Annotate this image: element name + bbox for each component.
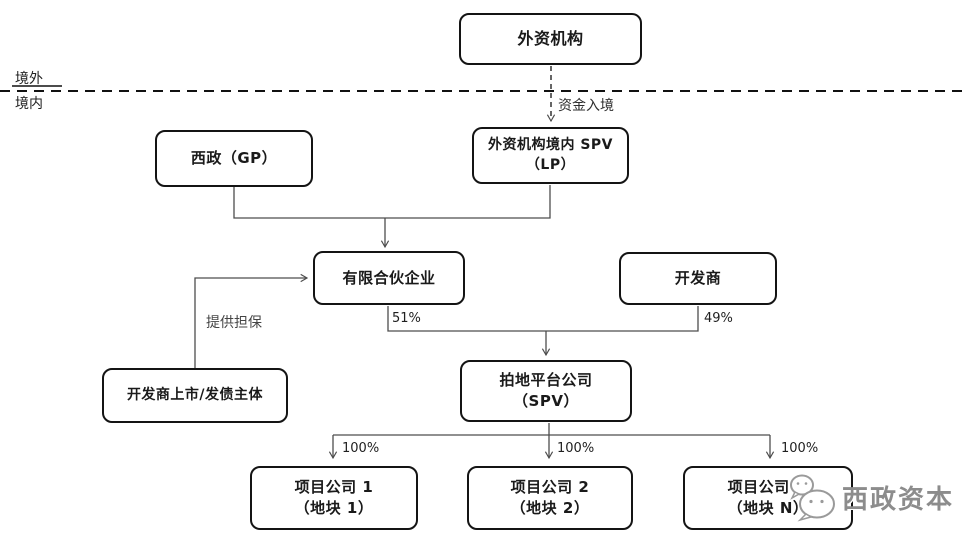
node-label-line2: （LP） — [525, 156, 576, 173]
edge-label-capital-inflow: 资金入境 — [558, 98, 614, 114]
wechat-icon — [790, 474, 835, 522]
edge-label-100pct-2: 100% — [557, 441, 595, 456]
node-label: 开发商上市/发债主体 — [126, 386, 264, 403]
watermark-brand: 西政资本 — [842, 484, 955, 515]
node-foreign-institution: 外资机构 — [459, 13, 642, 65]
node-label-line2: （地块 2） — [510, 499, 590, 517]
edge-label-100pct-3: 100% — [781, 441, 819, 456]
edge-label-guarantee: 提供担保 — [206, 315, 262, 331]
offshore-label: 境外 — [15, 71, 43, 87]
edge-label-100pct-1: 100% — [342, 441, 380, 456]
node-label: 西政（GP） — [190, 149, 278, 167]
node-project-company-1: 项目公司 1 （地块 1） — [250, 466, 418, 530]
edge-label-49pct: 49% — [704, 311, 733, 326]
node-label-line2: （SPV） — [513, 392, 579, 410]
node-xizheng-gp: 西政（GP） — [155, 130, 313, 187]
connector-guarantee — [194, 273, 309, 368]
node-label-line1: 外资机构境内 SPV — [487, 136, 614, 153]
node-land-platform-spv: 拍地平台公司 （SPV） — [460, 360, 632, 422]
node-label: 外资机构 — [517, 28, 584, 48]
node-label: 有限合伙企业 — [342, 268, 436, 287]
onshore-label: 境内 — [15, 96, 43, 112]
watermark: 西政资本 — [786, 472, 954, 522]
connector-gp-lp-merge — [233, 185, 551, 219]
node-project-company-2: 项目公司 2 （地块 2） — [467, 466, 633, 530]
node-developer-listco: 开发商上市/发债主体 — [102, 368, 288, 423]
node-label: 开发商 — [674, 269, 722, 287]
node-limited-partnership: 有限合伙企业 — [313, 251, 465, 305]
node-label-line1: 项目公司 N — [727, 478, 809, 496]
node-foreign-spv-lp: 外资机构境内 SPV （LP） — [472, 127, 629, 184]
node-developer: 开发商 — [619, 252, 777, 305]
node-label-line1: 拍地平台公司 — [499, 371, 593, 389]
node-label-line1: 项目公司 2 — [510, 478, 590, 496]
connector-share-merge — [387, 306, 699, 332]
node-label-line1: 项目公司 1 — [294, 478, 374, 496]
edge-label-51pct: 51% — [392, 311, 421, 326]
node-label-line2: （地块 1） — [294, 499, 374, 517]
node-label-line2: （地块 N） — [727, 499, 809, 517]
